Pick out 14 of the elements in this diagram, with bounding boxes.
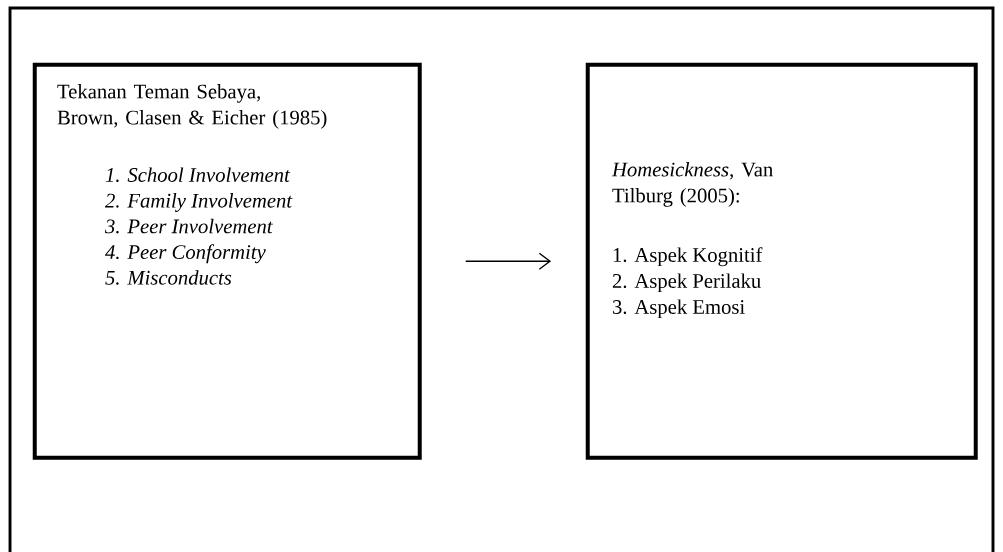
list-item: 1. Aspek Kognitif — [613, 247, 763, 267]
list-item: 3. Peer Involvement — [105, 218, 273, 234]
list-item: 2. Family Involvement — [105, 193, 293, 212]
list-item: 3. Aspek Emosi — [613, 299, 745, 319]
list-item: 2. Aspek Perilaku — [612, 273, 761, 293]
text-box — [32, 62, 422, 460]
arrow — [465, 252, 552, 270]
list-item: 1. School Involvement — [105, 167, 291, 182]
frame — [8, 6, 995, 552]
text-box — [585, 62, 978, 460]
list-item: 4. Peer Conformity — [105, 244, 266, 264]
list-item: 5. Misconducts — [105, 270, 232, 285]
heading-text: Tekanan Teman Sebaya, Brown, Clasen & Eicher (1985) — [57, 84, 327, 129]
heading-text: Homesickness, Van Tilburg (2005): — [611, 162, 773, 207]
